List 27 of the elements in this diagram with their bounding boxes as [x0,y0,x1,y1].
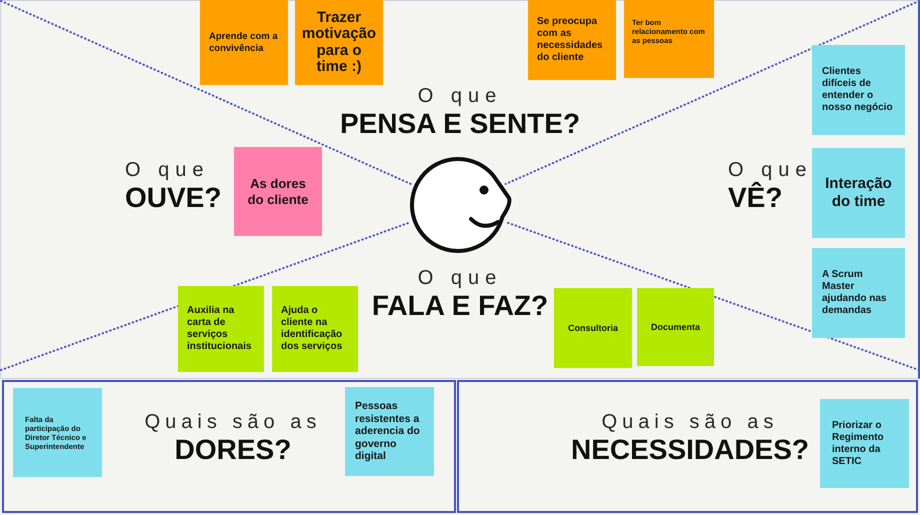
section-heading: NECESSIDADES? [570,434,810,466]
sticky-note: Ajuda o cliente na identificação dos serviços [272,286,358,372]
sticky-note: Clientes difíceis de entender o nosso negócio [812,45,905,135]
sticky-note: Se preocupa com as necessidades do cliente [528,0,616,80]
section-panel [457,380,918,513]
section-subheading: O que [418,266,502,290]
section-subheading: O que [728,158,812,182]
sticky-note: A Scrum Master ajudando nas demandas [812,248,905,338]
sticky-note: Documenta [637,288,714,366]
sticky-note: Pessoas resistentes a aderencia do governo digital [345,387,434,476]
section-subheading: Quais são as [602,410,778,434]
sticky-note: Aprende com a convivência [200,0,288,85]
section-heading: FALA E FAZ? [372,290,548,322]
section-subheading: O que [418,84,502,108]
sticky-note: Trazer motivação para o time :) [295,0,383,85]
section-heading: VÊ? [728,182,782,214]
sticky-note: Auxilia na carta de serviços institucionais [178,286,264,372]
sticky-note: Priorizar o Regimento interno da SETIC [820,399,909,488]
section-heading: DORES? [174,434,292,466]
sticky-note: Consultoria [554,288,632,368]
section-subheading: O que [125,158,210,182]
section-heading: PENSA E SENTE? [340,108,580,140]
section-heading: OUVE? [125,182,222,214]
section-subheading: Quais são as [144,410,322,434]
sticky-note: As dores do cliente [234,147,322,236]
sticky-note: Interação do time [812,148,905,238]
section-panel [2,380,456,513]
